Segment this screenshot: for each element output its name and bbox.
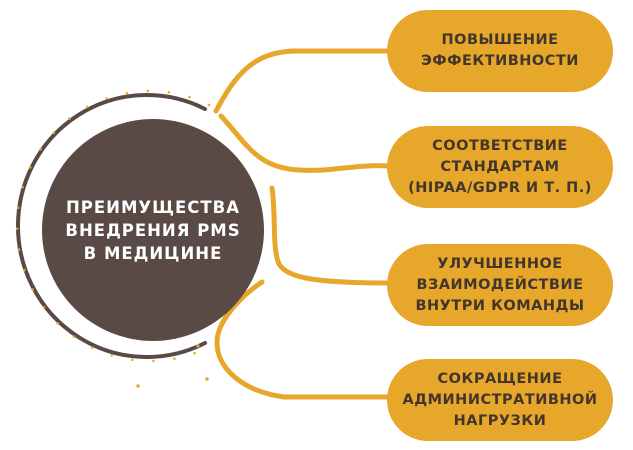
decorative-sparkle-dot [136,384,140,388]
decorative-ring-arc [15,93,207,359]
benefit-pill-label: УЛУЧШЕННОЕ ВЗАИМОДЕЙСТВИЕ ВНУТРИ КОМАНДЫ [415,255,585,314]
connector-benefit-2 [218,113,393,173]
benefit-pill-label: ПОВЫШЕНИЕ ЭФФЕКТИВНОСТИ [421,32,579,69]
connector-benefit-4 [214,279,393,400]
benefit-pill-standards-compliance: СООТВЕТСТВИЕ СТАНДАРТАМ (HIPAA/GDPR И Т.… [387,126,613,208]
benefit-pill-admin-load-reduction: СОКРАЩЕНИЕ АДМИНИСТРАТИВНОЙ НАГРУЗКИ [387,359,613,441]
decorative-sparkle-dot [205,377,209,381]
benefit-pill-team-collaboration: УЛУЧШЕННОЕ ВЗАИМОДЕЙСТВИЕ ВНУТРИ КОМАНДЫ [387,244,613,326]
benefit-pill-efficiency: ПОВЫШЕНИЕ ЭФФЕКТИВНОСТИ [387,10,613,92]
connector-benefit-3 [269,185,393,286]
decorative-sparkle-dot [196,344,200,348]
benefit-pill-label: СОКРАЩЕНИЕ АДМИНИСТРАТИВНОЙ НАГРУЗКИ [402,370,598,429]
central-topic-circle: ПРЕИМУЩЕСТВА ВНЕДРЕНИЯ PMS В МЕДИЦИНЕ [42,119,264,341]
decorative-ring-dots [15,89,211,363]
benefit-pill-label: СООТВЕТСТВИЕ СТАНДАРТАМ (HIPAA/GDPR И Т.… [408,137,592,196]
central-topic-title: ПРЕИМУЩЕСТВА ВНЕДРЕНИЯ PMS В МЕДИЦИНЕ [65,197,241,263]
connector-benefit-1 [213,48,393,114]
